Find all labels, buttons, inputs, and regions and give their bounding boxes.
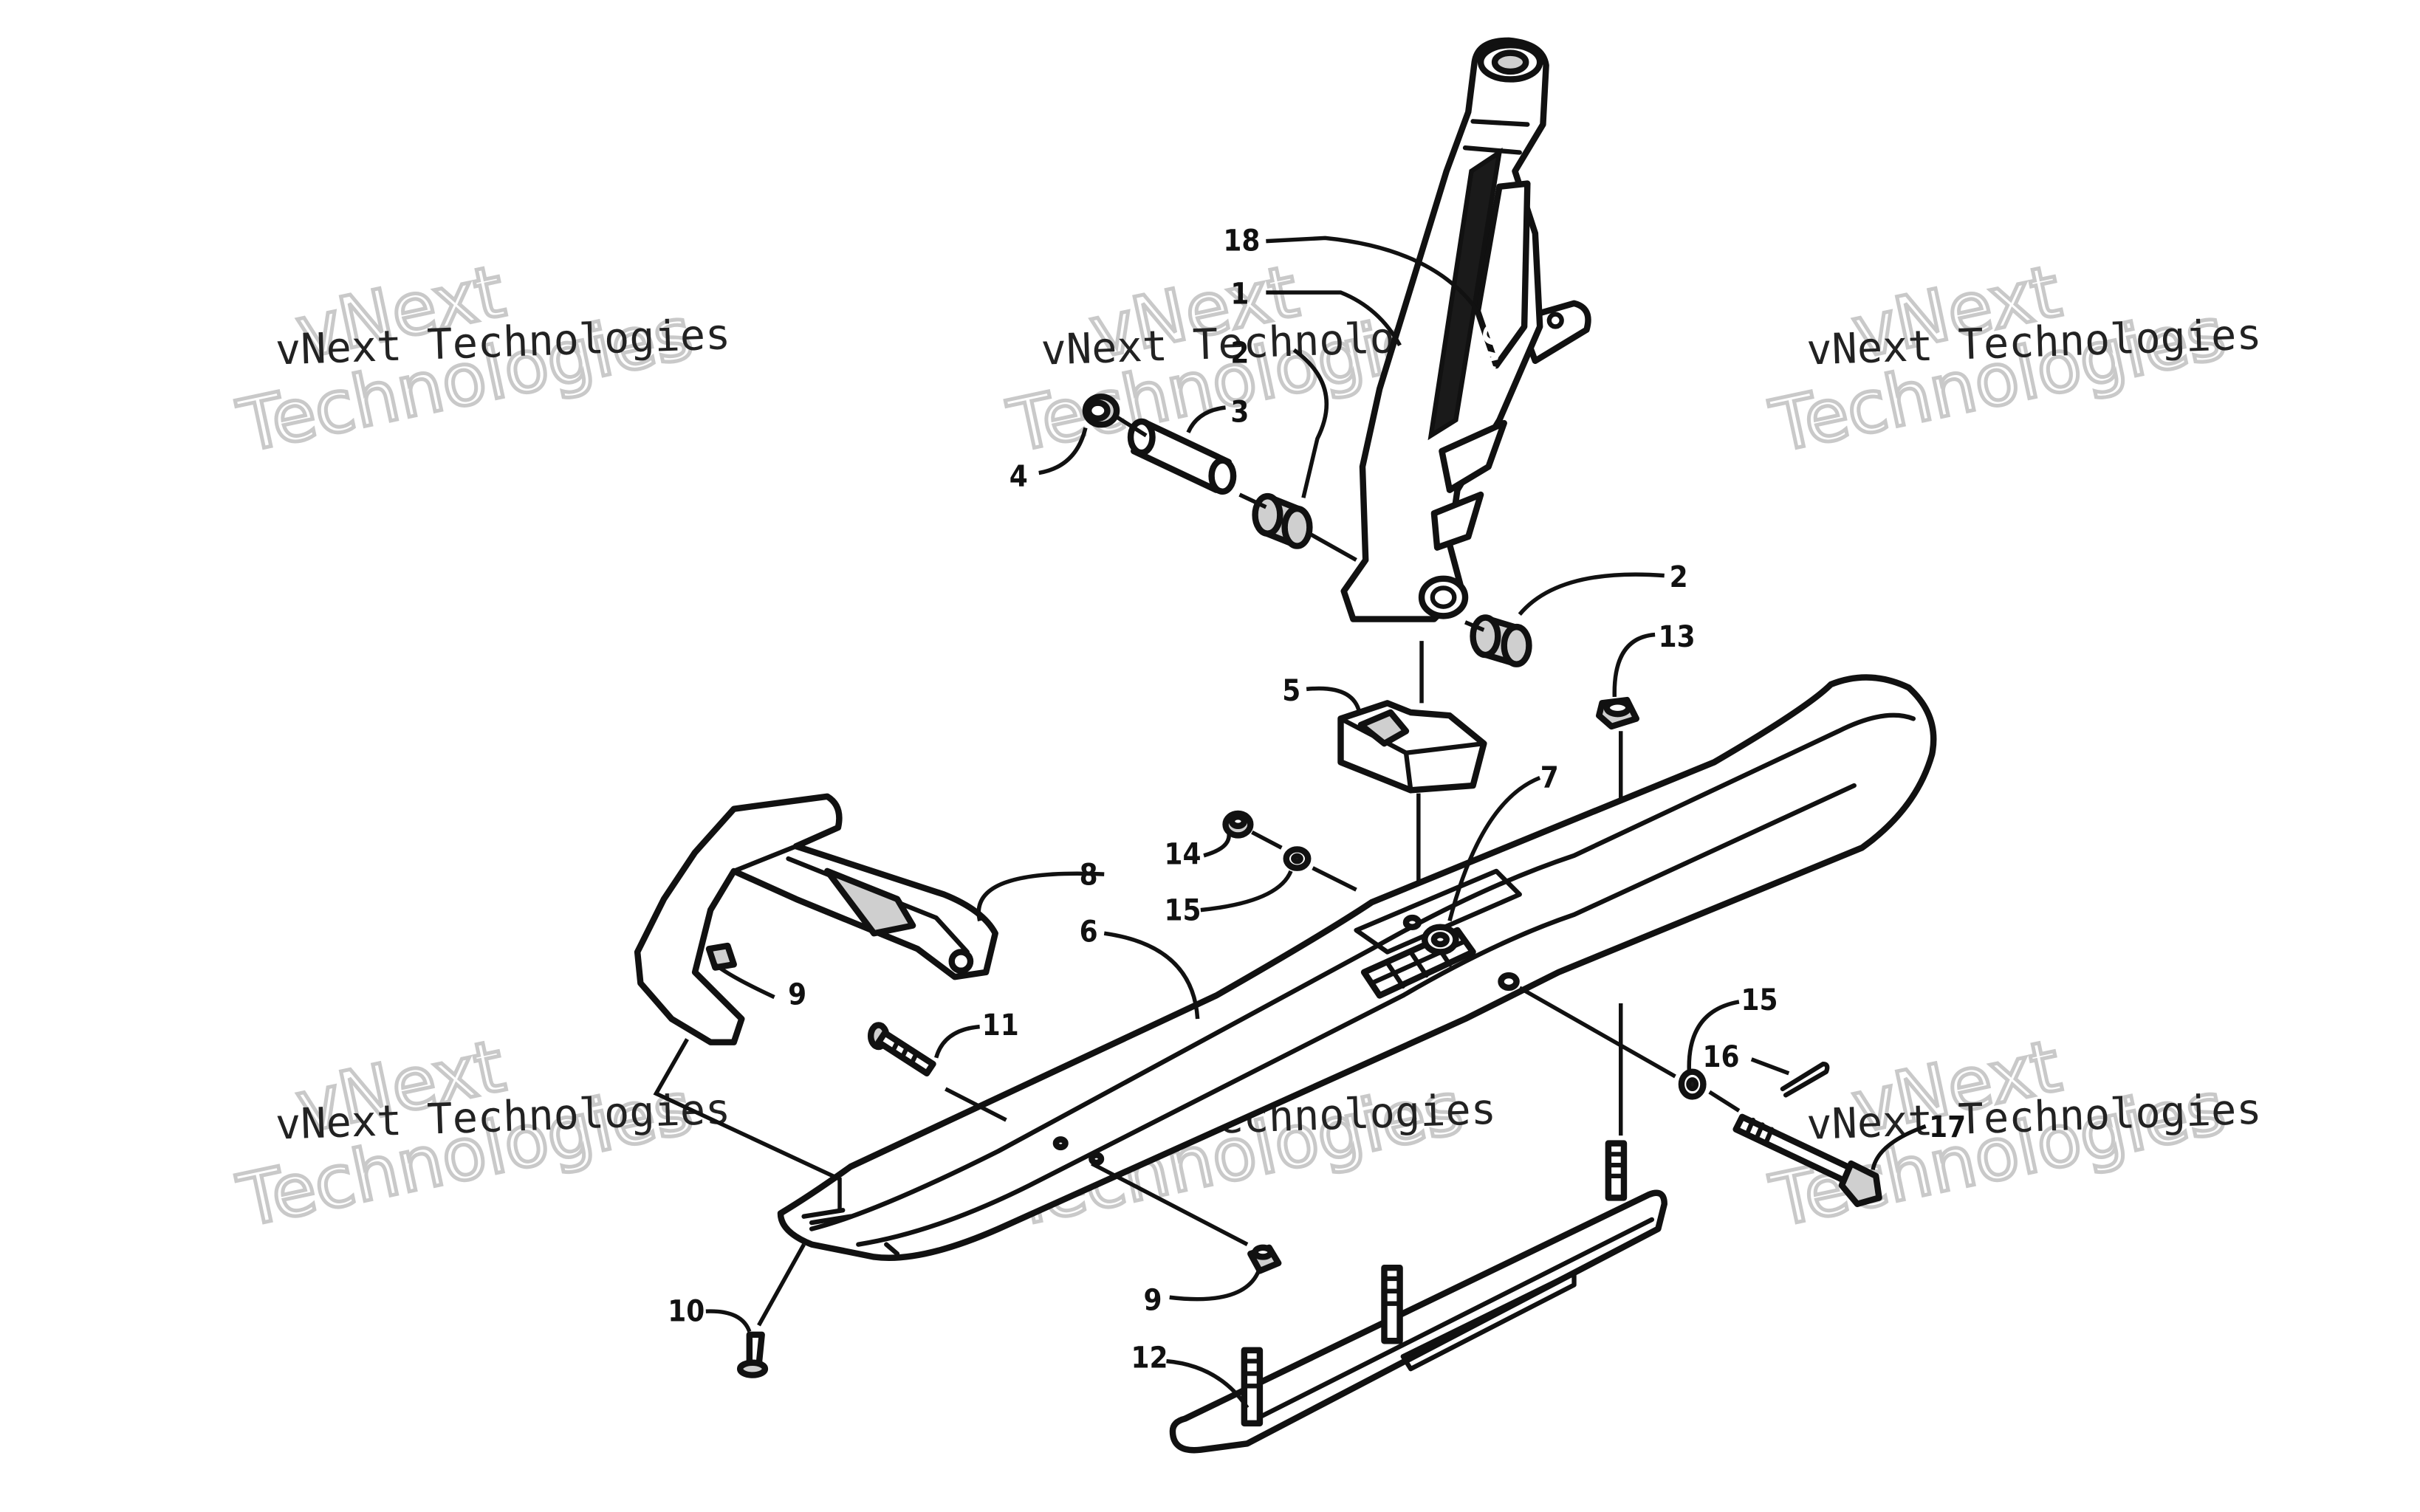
nut-part-9-lower xyxy=(1247,1244,1282,1274)
watermark-right-top: vNext Technologies vNext Technologies xyxy=(1762,247,2262,470)
callout-16: 16 xyxy=(1703,1040,1740,1074)
watermark-left-top: vNext Technologies vNext Technologies xyxy=(230,247,731,470)
callout-11: 11 xyxy=(982,1008,1019,1042)
callout-10: 10 xyxy=(668,1295,705,1329)
callout-3: 3 xyxy=(1230,395,1249,429)
cotter-pin-part-16 xyxy=(1780,1062,1830,1098)
callout-6: 6 xyxy=(1080,915,1098,949)
washer-part-4 xyxy=(1082,394,1120,428)
callout-15-lower: 15 xyxy=(1741,983,1778,1017)
callout-leaders xyxy=(705,236,1927,1409)
wear-bar-part-12 xyxy=(1169,1140,1667,1454)
watermark-left-bottom: vNext Technologies vNext Technologies xyxy=(230,1023,731,1245)
screw-part-10 xyxy=(736,1331,769,1378)
callout-12: 12 xyxy=(1131,1341,1168,1375)
callout-18: 18 xyxy=(1223,224,1260,258)
callout-15-upper: 15 xyxy=(1164,893,1201,927)
bushing-part-2-lower xyxy=(1470,614,1532,667)
callout-4: 4 xyxy=(1010,460,1028,494)
callout-14: 14 xyxy=(1164,837,1201,871)
callout-1: 1 xyxy=(1230,277,1249,311)
callout-8: 8 xyxy=(1080,858,1098,892)
nut-part-13 xyxy=(1596,696,1640,730)
spindle-part-1: SNOPRO xyxy=(1340,37,1591,622)
saddle-block-part-5 xyxy=(1337,700,1487,794)
callout-13: 13 xyxy=(1659,620,1696,654)
washer-part-15-lower xyxy=(1678,1068,1707,1100)
watermark-right-bottom: vNext Technologies vNext Technologies xyxy=(1762,1023,2262,1245)
bolt-part-17 xyxy=(1732,1113,1882,1208)
callout-9-upper: 9 xyxy=(788,977,806,1011)
screw-part-11 xyxy=(867,1022,936,1077)
callout-17: 17 xyxy=(1929,1110,1966,1144)
washer-part-7 xyxy=(1422,924,1459,955)
nut-part-9-upper xyxy=(705,942,737,971)
washer-part-15-upper xyxy=(1283,846,1312,871)
callout-7: 7 xyxy=(1540,761,1559,795)
callout-9-lower: 9 xyxy=(1143,1284,1162,1318)
nut-part-14 xyxy=(1222,810,1254,839)
callout-2-upper: 2 xyxy=(1230,336,1249,370)
ski-loop-part-8 xyxy=(634,793,998,1045)
callout-numbers: 18 1 2 3 4 2 13 5 7 8 14 15 6 9 11 15 16… xyxy=(668,224,1966,1375)
callout-5: 5 xyxy=(1282,674,1300,708)
callout-2-lower: 2 xyxy=(1670,560,1688,594)
